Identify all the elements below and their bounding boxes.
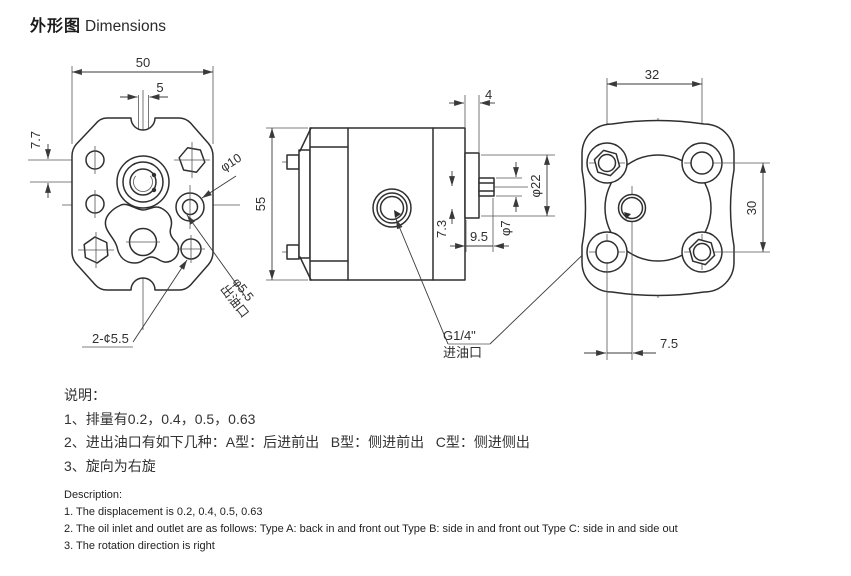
shaft bbox=[478, 177, 495, 197]
page-title-en: Dimensions bbox=[85, 18, 166, 35]
note-line: 3、旋向为右旋 bbox=[64, 457, 156, 474]
notes-heading: 说明： bbox=[64, 387, 106, 403]
bolt-head bbox=[286, 244, 300, 260]
body-circle bbox=[604, 154, 712, 262]
dim-keyway-label: 5 bbox=[156, 80, 163, 95]
mounting-flange-edge bbox=[298, 149, 311, 259]
dim-spigot-dia-label: φ22 bbox=[528, 175, 543, 198]
dim-shaft-offset-label: 7.5 bbox=[660, 336, 678, 351]
inlet-port-label: 进油口 bbox=[443, 345, 482, 360]
note-line: 2、进出油口有如下几种：A型：后进前出 B型：侧进前出 C型：侧进侧出 bbox=[64, 434, 530, 450]
rear-shaft-circle bbox=[617, 193, 647, 223]
notes-zh: 说明： 1、排量有0.2，0.4，0.5，0.63 2、进出油口有如下几种：A型… bbox=[64, 384, 530, 478]
dim-bolt-span-v-label: 30 bbox=[744, 201, 759, 215]
mount-hole bbox=[690, 151, 714, 175]
shaft-boss-circle bbox=[116, 155, 170, 209]
dim-rear-step-label: 4 bbox=[485, 87, 492, 102]
side-view: 55 4 φ22 7.3 9.5 bbox=[253, 87, 623, 360]
description-line: 3. The rotation direction is right bbox=[64, 540, 215, 552]
dim-port-offset-label: 7.3 bbox=[434, 220, 449, 238]
bolt-head bbox=[286, 154, 300, 170]
mount-hole bbox=[595, 240, 619, 264]
pump-cavity-contour bbox=[104, 203, 180, 264]
dim-width-label: 50 bbox=[136, 55, 150, 70]
dim-bolt-span-h-label: 32 bbox=[645, 67, 659, 82]
rear-spigot bbox=[464, 152, 480, 219]
dim-shaft-ext-label: 9.5 bbox=[470, 229, 488, 244]
side-port-circle bbox=[372, 188, 412, 228]
shaft-circle bbox=[129, 168, 157, 196]
dim-hole-offset-label: 7.7 bbox=[28, 131, 43, 149]
pump-body bbox=[309, 127, 466, 281]
mount-holes-label: 2-¢5.5 bbox=[92, 331, 129, 346]
dim-shaft-dia-label: φ7 bbox=[498, 220, 513, 236]
outlet-port-label: φ5.5 出油口 bbox=[217, 275, 256, 320]
description-line: 2. The oil inlet and outlet are as follo… bbox=[64, 523, 678, 535]
rear-view: 32 30 7.5 bbox=[581, 67, 770, 360]
description-en: Description: 1. The displacement is 0.2,… bbox=[64, 487, 678, 555]
description-heading: Description: bbox=[64, 489, 123, 501]
page-title-zh: 外形图 bbox=[30, 18, 82, 35]
boss-dia-label: φ10 bbox=[218, 151, 244, 175]
note-line: 1、排量有0.2，0.4，0.5，0.63 bbox=[64, 410, 256, 427]
description-line: 1. The displacement is 0.2, 0.4, 0.5, 0.… bbox=[64, 506, 263, 518]
dim-height-label: 55 bbox=[253, 197, 268, 211]
front-view: 50 5 7.7 φ10 φ5.5 出油口 2-¢5.5 bbox=[28, 55, 256, 348]
inlet-thread-label: G1/4" bbox=[443, 328, 476, 343]
